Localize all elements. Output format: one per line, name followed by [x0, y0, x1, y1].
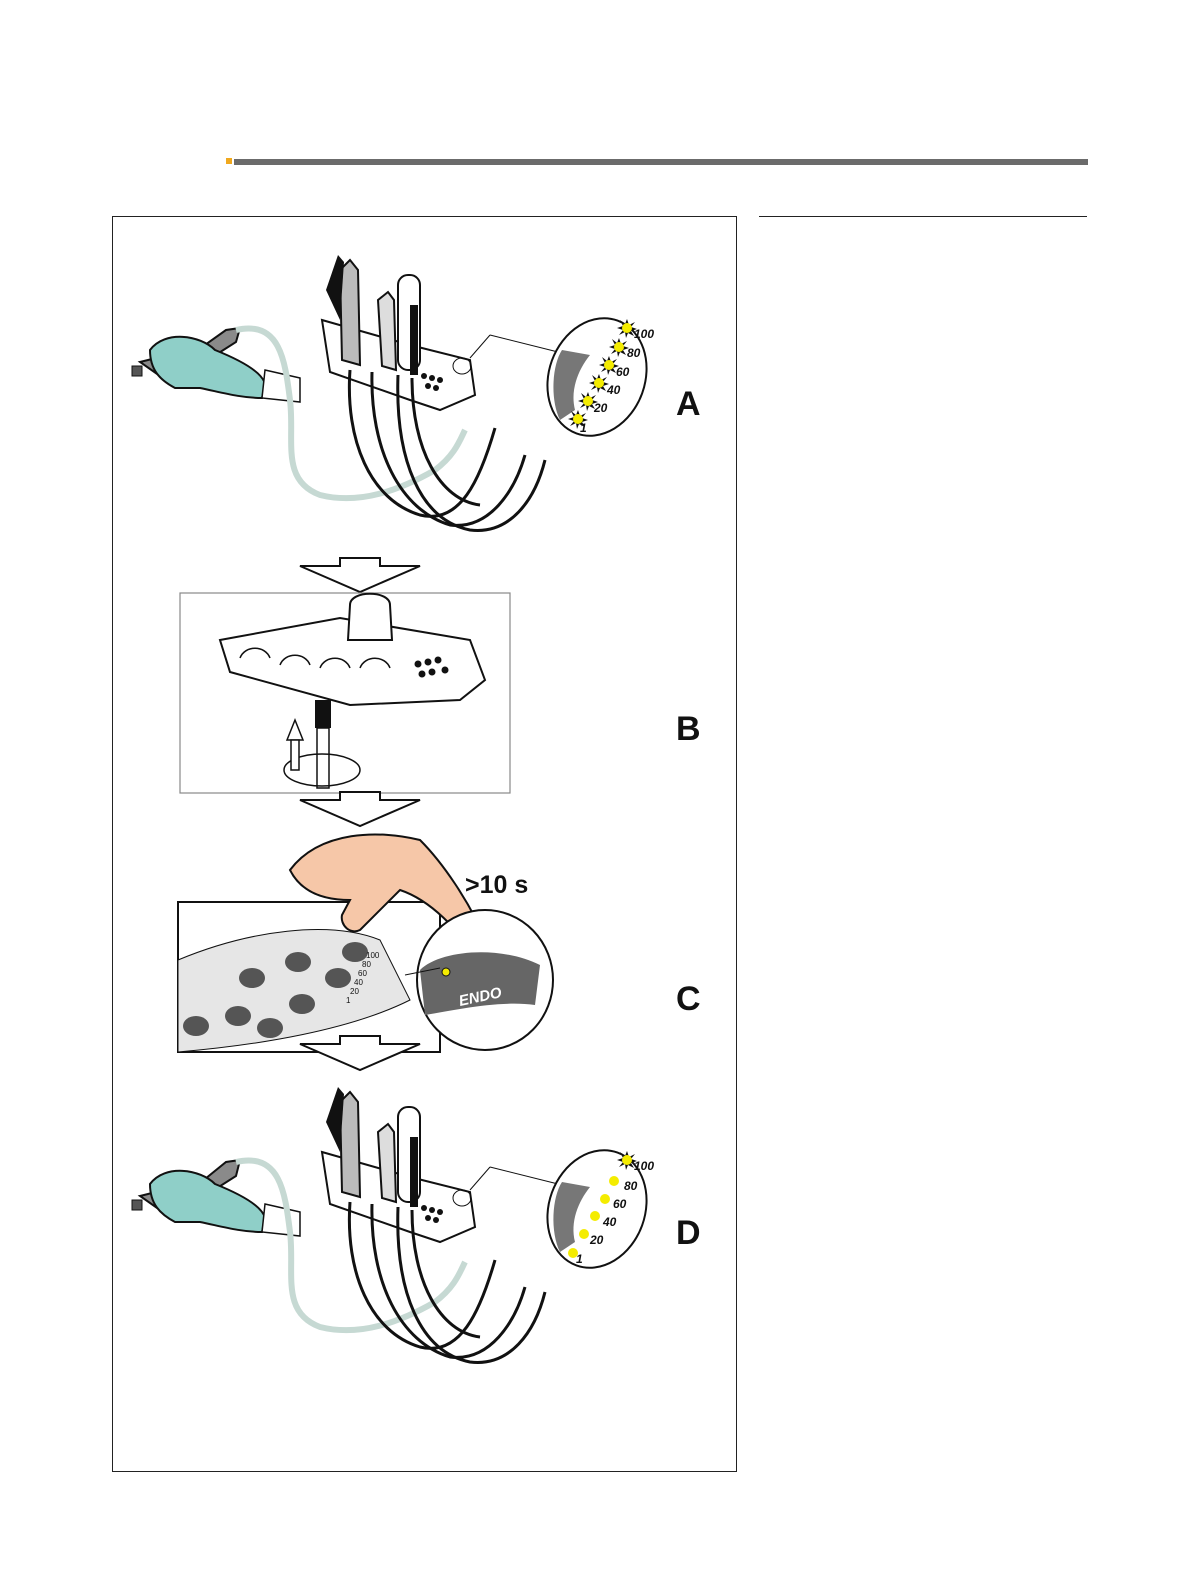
panel-scale-20: 20 [350, 987, 359, 996]
step-label-b: B [676, 710, 701, 748]
scale-label-40-d: 40 [602, 1215, 617, 1229]
scale-label-100-d: 100 [634, 1159, 654, 1173]
scale-label-60: 60 [616, 365, 630, 379]
led-scale-zoom-d: 100 80 60 40 20 1 [531, 1136, 662, 1282]
step-d-illustration: 100 80 60 40 20 1 D [132, 1087, 701, 1362]
step-b-illustration: B [180, 593, 701, 793]
arrow-down-1 [300, 558, 420, 592]
panel-scale-80: 80 [362, 960, 371, 969]
scale-label-100: 100 [634, 327, 654, 341]
scale-label-20-d: 20 [589, 1233, 604, 1247]
panel-scale-40: 40 [354, 978, 363, 987]
step-c-illustration: 100 80 60 40 20 1 ENDO >10 s C [178, 834, 701, 1052]
panel-scale-100: 100 [366, 951, 380, 960]
scale-label-80-d: 80 [624, 1179, 638, 1193]
step-label-c: C [676, 980, 701, 1018]
step-a-illustration: 100 80 60 40 20 1 A [132, 255, 701, 530]
scale-label-80: 80 [627, 346, 641, 360]
panel-scale-60: 60 [358, 969, 367, 978]
led-scale-zoom-a: 100 80 60 40 20 1 [531, 304, 662, 450]
scale-label-40: 40 [606, 383, 621, 397]
step-label-a: A [676, 385, 701, 423]
scale-label-1-d: 1 [576, 1252, 583, 1266]
hold-duration-label: >10 s [465, 871, 528, 899]
arrow-down-2 [300, 792, 420, 826]
scale-label-60-d: 60 [613, 1197, 627, 1211]
panel-scale-1: 1 [346, 996, 351, 1005]
scale-label-1: 1 [580, 421, 587, 435]
scale-label-20: 20 [593, 401, 608, 415]
step-label-d: D [676, 1214, 701, 1252]
